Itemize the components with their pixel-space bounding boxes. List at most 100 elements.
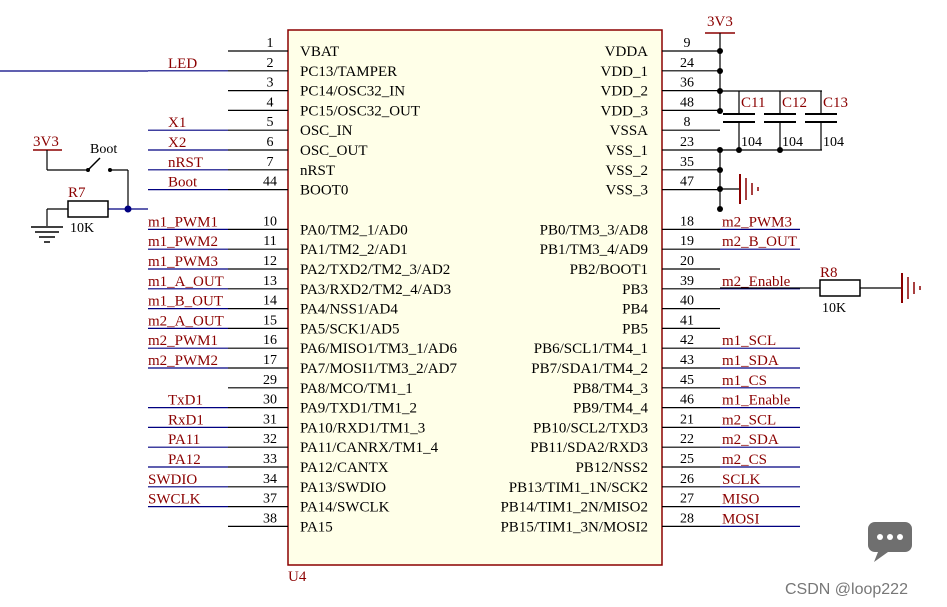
pb2-resistor-group: R8 10K xyxy=(720,265,921,316)
pin-20-number: 20 xyxy=(680,254,694,269)
net-label-boot: Boot xyxy=(168,175,198,191)
pin-42-number: 42 xyxy=(680,333,694,348)
pin-40-name: PB4 xyxy=(622,302,648,318)
pin-25-number: 25 xyxy=(680,452,694,467)
pin-35-number: 35 xyxy=(680,155,694,170)
pin-42-name: PB6/SCL1/TM4_1 xyxy=(534,341,648,357)
pin-9-name: VDDA xyxy=(605,44,648,60)
pin-23-number: 23 xyxy=(680,135,694,150)
net-label-x1: X1 xyxy=(168,115,186,131)
pin-32-name: PA11/CANRX/TM1_4 xyxy=(300,440,439,456)
junction-dot xyxy=(717,68,723,74)
pin-24-name: VDD_1 xyxy=(601,64,649,80)
boot-power-label: 3V3 xyxy=(33,134,59,150)
junction-dot xyxy=(717,48,723,54)
pin-34-number: 34 xyxy=(263,472,277,487)
pin-43-number: 43 xyxy=(680,353,694,368)
pin-27-number: 27 xyxy=(680,492,694,507)
r8-resistor xyxy=(819,279,861,297)
pin-6-number: 6 xyxy=(267,135,274,150)
pin-40-number: 40 xyxy=(680,294,694,309)
pin-7-number: 7 xyxy=(267,155,274,170)
pin-20-name: PB2/BOOT1 xyxy=(570,262,648,278)
pin-18-name: PB0/TM3_3/AD8 xyxy=(540,222,648,238)
pin-30-number: 30 xyxy=(263,393,277,408)
net-label-m2-pwm2: m2_PWM2 xyxy=(148,353,218,369)
pin-3-number: 3 xyxy=(267,76,274,91)
pin-39-name: PB3 xyxy=(622,282,648,298)
pin-16-number: 16 xyxy=(263,333,277,348)
pin-19-name: PB1/TM3_4/AD9 xyxy=(540,242,648,258)
capacitor-ref: C13 xyxy=(823,95,848,111)
pin-44-name: BOOT0 xyxy=(300,183,348,199)
pin-5-number: 5 xyxy=(267,115,274,130)
pin-2-number: 2 xyxy=(267,56,274,71)
pin-47-number: 47 xyxy=(680,175,694,190)
net-label-m2-cs: m2_CS xyxy=(722,452,767,468)
net-label-rxd1: RxD1 xyxy=(168,412,204,428)
junction-dot xyxy=(777,147,783,153)
pin-2-name: PC13/TAMPER xyxy=(300,64,397,80)
net-label-m2-pwm3: m2_PWM3 xyxy=(722,214,792,230)
net-label-m1-b-out: m1_B_OUT xyxy=(148,294,223,310)
net-label-m1-pwm1: m1_PWM1 xyxy=(148,214,218,230)
pin-10-number: 10 xyxy=(263,214,277,229)
net-label-m1-scl: m1_SCL xyxy=(722,333,776,349)
pin-16-name: PA6/MISO1/TM3_1/AD6 xyxy=(300,341,457,357)
vdd-power-label: 3V3 xyxy=(707,14,733,30)
net-label-m2-b-out: m2_B_OUT xyxy=(722,234,797,250)
pin-33-number: 33 xyxy=(263,452,277,467)
pin-35-name: VSS_2 xyxy=(605,163,648,179)
net-label-x2: X2 xyxy=(168,135,186,151)
r7-value: 10K xyxy=(70,221,94,236)
net-label-m2-a-out: m2_A_OUT xyxy=(148,313,224,329)
ground-symbol xyxy=(901,273,921,303)
junction-dot xyxy=(717,147,723,153)
pin-44-number: 44 xyxy=(263,175,277,190)
pin-48-name: VDD_3 xyxy=(601,103,649,119)
pin-4-number: 4 xyxy=(267,95,274,110)
net-label-mosi: MOSI xyxy=(722,511,760,527)
pin-34-name: PA13/SWDIO xyxy=(300,480,386,496)
junction-dot xyxy=(717,206,723,212)
net-label-m2-scl: m2_SCL xyxy=(722,412,776,428)
pin-33-name: PA12/CANTX xyxy=(300,460,389,476)
pin-41-name: PB5 xyxy=(622,321,648,337)
pin-7-name: nRST xyxy=(300,163,335,179)
pin-28-number: 28 xyxy=(680,511,694,526)
pin-29-name: PA8/MCO/TM1_1 xyxy=(300,381,413,397)
pin-11-name: PA1/TM2_2/AD1 xyxy=(300,242,408,258)
net-label-sclk: SCLK xyxy=(722,472,761,488)
net-label-m2-pwm1: m2_PWM1 xyxy=(148,333,218,349)
pin-13-name: PA3/RXD2/TM2_4/AD3 xyxy=(300,282,451,298)
pin-18-number: 18 xyxy=(680,214,694,229)
boot-switch-label: Boot xyxy=(90,142,117,157)
pin-45-name: PB8/TM4_3 xyxy=(573,381,648,397)
net-label-m1-pwm3: m1_PWM3 xyxy=(148,254,218,270)
pin-23-name: VSS_1 xyxy=(605,143,648,159)
pin-47-name: VSS_3 xyxy=(605,183,648,199)
junction-dot xyxy=(736,147,742,153)
net-label-m2-sda: m2_SDA xyxy=(722,432,779,448)
boot-switch xyxy=(87,157,101,171)
r8-ref: R8 xyxy=(820,265,838,281)
pin-17-name: PA7/MOSI1/TM3_2/AD7 xyxy=(300,361,457,377)
pin-46-number: 46 xyxy=(680,393,694,408)
pin-31-name: PA10/RXD1/TM1_3 xyxy=(300,420,425,436)
r7-resistor xyxy=(67,200,109,218)
pin-38-number: 38 xyxy=(263,511,277,526)
net-label-miso: MISO xyxy=(722,492,760,508)
pin-8-number: 8 xyxy=(684,115,691,130)
pin-27-name: PB14/TIM1_2N/MISO2 xyxy=(500,500,648,516)
net-label-txd1: TxD1 xyxy=(168,393,203,409)
pin-29-number: 29 xyxy=(263,373,277,388)
pin-11-number: 11 xyxy=(263,234,276,249)
pin-12-name: PA2/TXD2/TM2_3/AD2 xyxy=(300,262,450,278)
junction-dot xyxy=(717,108,723,114)
net-label-m2-enable: m2_Enable xyxy=(722,274,791,290)
pin-41-number: 41 xyxy=(680,313,694,328)
pin-43-name: PB7/SDA1/TM4_2 xyxy=(531,361,648,377)
